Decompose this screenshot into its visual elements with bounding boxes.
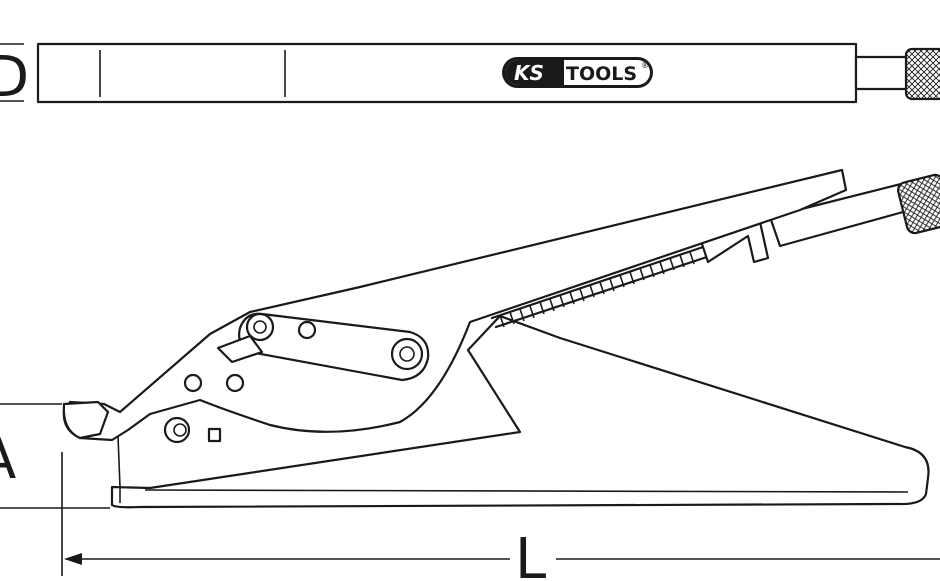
height-label: A xyxy=(0,427,16,492)
logo-ks-text: KS xyxy=(514,61,544,85)
jaw-tip xyxy=(62,400,110,440)
length-label: L xyxy=(515,527,546,581)
side-view: A L xyxy=(0,168,940,581)
dimension-l: L xyxy=(61,452,940,581)
brand-logo: KS TOOLS ® xyxy=(502,57,653,88)
top-view: D KS TOOLS ® xyxy=(0,42,940,110)
top-view-knob xyxy=(904,47,940,101)
logo-tools-text: TOOLS xyxy=(566,63,637,85)
top-view-body xyxy=(36,42,858,104)
link-plate xyxy=(238,312,430,382)
rivets xyxy=(163,312,424,444)
logo-registered-mark: ® xyxy=(641,61,649,70)
top-view-label: D xyxy=(0,45,29,110)
tension-knob xyxy=(896,173,940,235)
dimension-a: A xyxy=(0,403,110,509)
lower-handle xyxy=(110,314,930,509)
